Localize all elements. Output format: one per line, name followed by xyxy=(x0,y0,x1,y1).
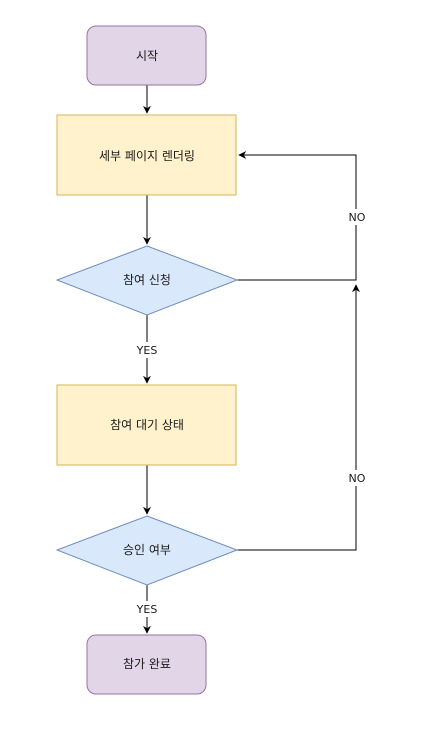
approval-decision-node-label: 승인 여부 xyxy=(123,543,171,557)
waiting-node-label: 참여 대기 상태 xyxy=(110,418,184,432)
label-bg-apply-yes xyxy=(133,342,161,358)
approval-decision-node xyxy=(55,515,239,586)
label-bg-approval-yes xyxy=(133,601,161,617)
done-node xyxy=(86,634,207,695)
render-detail-node-label: 세부 페이지 렌더링 xyxy=(99,149,195,163)
edge-label-approval-no: NO xyxy=(349,472,366,485)
apply-decision-node-label: 참여 신청 xyxy=(123,273,171,287)
edge-apply-no xyxy=(237,151,357,281)
label-bg-approval-no xyxy=(345,470,369,486)
render-detail-node xyxy=(56,114,237,196)
edge-approval-no xyxy=(237,284,360,551)
apply-decision-node xyxy=(55,245,239,316)
waiting-node xyxy=(56,384,237,466)
done-node-label: 참가 완료 xyxy=(123,657,171,671)
label-bg-apply-no xyxy=(345,209,369,225)
start-node-label: 시작 xyxy=(136,49,158,63)
edge-label-apply-no: NO xyxy=(349,211,366,224)
edge-label-approval-yes: YES xyxy=(136,603,158,616)
start-node xyxy=(86,25,207,86)
edge-label-apply-yes: YES xyxy=(136,344,158,357)
